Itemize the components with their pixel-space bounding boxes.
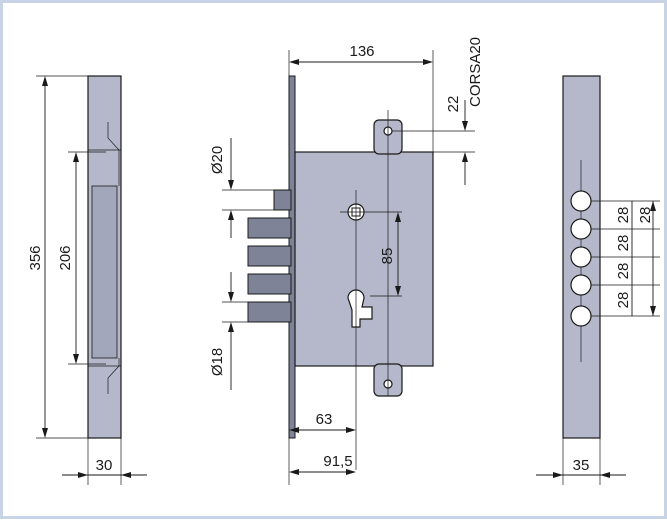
arrow-r-bottom: [650, 306, 656, 316]
label-corsa: CORSA20: [467, 37, 484, 107]
label-spacing-4: 28: [615, 292, 632, 309]
label-136: 136: [349, 43, 374, 60]
arrow-356-bottom: [42, 428, 48, 438]
label-85: 85: [379, 248, 396, 265]
right-faceplate-view: 28 28 28 28 28 35: [536, 75, 660, 485]
deadbolt-4: [247, 301, 292, 323]
arrow-22-bottom: [462, 152, 468, 162]
latch-bolt: [273, 189, 292, 211]
deadbolt-3: [247, 273, 292, 295]
label-206: 206: [57, 245, 74, 270]
arrow-d18-top: [228, 292, 234, 302]
right-hole-3: [570, 246, 592, 268]
arrow-30-right: [121, 472, 131, 478]
right-hole-1: [570, 190, 592, 212]
left-upper-bracket: [107, 122, 120, 186]
deadbolt-2: [247, 245, 292, 267]
right-hole-2: [570, 218, 592, 240]
label-spacing-1: 28: [615, 207, 632, 224]
arrow-356-top: [42, 76, 48, 86]
arrow-63-right: [346, 427, 356, 433]
arrow-35-right: [600, 472, 610, 478]
arrow-85-top: [395, 212, 401, 222]
label-spacing-2: 28: [615, 235, 632, 252]
arrow-d20-bottom: [228, 210, 234, 220]
label-63: 63: [316, 411, 333, 428]
left-lower-bracket: [107, 358, 120, 394]
label-spacing-1b: 28: [637, 207, 654, 224]
label-d18: Ø18: [209, 348, 226, 376]
label-915: 91,5: [323, 453, 352, 470]
left-faceplate-recess: [91, 185, 118, 359]
arrow-206-bottom: [73, 354, 79, 364]
right-hole-4: [570, 274, 592, 296]
keyhole: [347, 289, 373, 328]
label-22: 22: [445, 96, 462, 113]
arrow-d18-bottom: [228, 322, 234, 332]
label-d20: Ø20: [209, 146, 226, 174]
center-lock-view: 136 22 CORSA20 Ø20 Ø18 85: [209, 37, 484, 485]
label-spacing-3: 28: [615, 263, 632, 280]
label-356: 356: [27, 245, 44, 270]
arrow-915-right: [346, 469, 356, 475]
right-hole-5: [570, 305, 592, 327]
arrow-30-left: [78, 472, 88, 478]
arrow-r-top: [650, 201, 656, 211]
label-30: 30: [96, 457, 113, 474]
lock-case: [294, 151, 434, 367]
arrow-22-top: [462, 121, 468, 131]
arrow-63-left: [289, 427, 299, 433]
arrow-136-left: [289, 59, 299, 65]
arrow-206-top: [73, 152, 79, 162]
arrow-915-left: [289, 469, 299, 475]
label-35: 35: [573, 457, 590, 474]
deadbolt-1: [247, 217, 292, 239]
arrow-35-left: [553, 472, 563, 478]
arrow-136-right: [423, 59, 433, 65]
arrow-d20-top: [228, 180, 234, 190]
arrow-85-bottom: [395, 286, 401, 296]
left-faceplate-view: 356 206 30: [27, 75, 147, 485]
